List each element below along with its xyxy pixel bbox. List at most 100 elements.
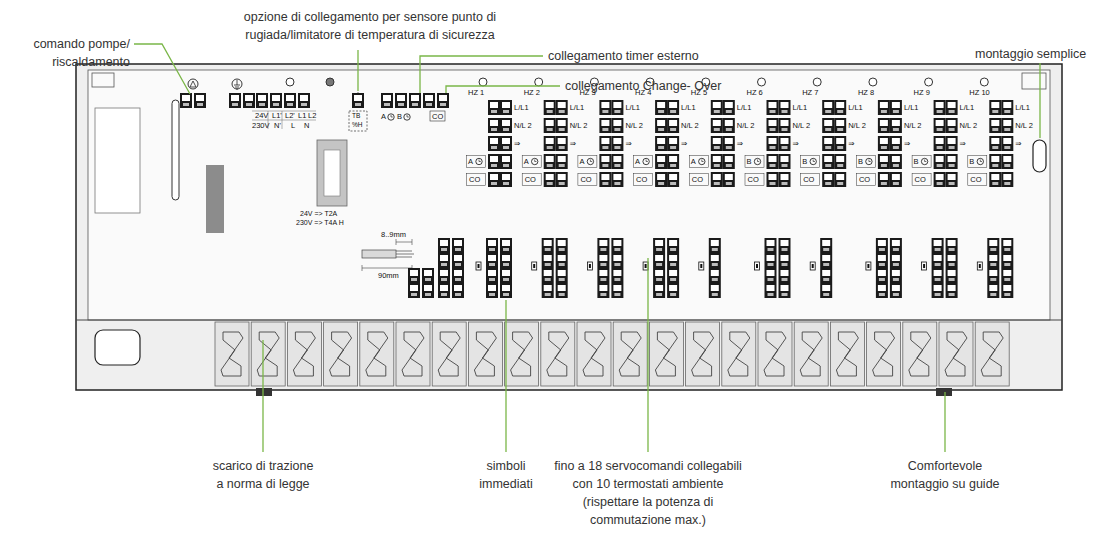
terminal-button bbox=[935, 293, 941, 296]
timer-icon bbox=[754, 158, 760, 164]
timer-icon bbox=[921, 158, 927, 164]
terminal-button bbox=[823, 248, 829, 251]
zone-led bbox=[813, 78, 821, 86]
terminal-opening bbox=[822, 285, 830, 291]
terminal-button bbox=[491, 146, 497, 149]
terminal bbox=[556, 172, 568, 187]
terminal-opening bbox=[713, 156, 721, 162]
terminal-button bbox=[503, 110, 509, 113]
terminal-button bbox=[489, 293, 495, 296]
terminal-button bbox=[937, 164, 943, 167]
terminal bbox=[655, 172, 667, 187]
terminal-opening bbox=[948, 255, 956, 261]
terminal bbox=[876, 283, 888, 298]
terminal bbox=[709, 268, 721, 283]
terminal-button bbox=[197, 103, 203, 106]
terminal-opening bbox=[558, 255, 566, 261]
timer-icon bbox=[980, 160, 982, 162]
terminal-button bbox=[881, 182, 887, 185]
callout-text: comando pompe/ riscaldamento bbox=[20, 35, 130, 71]
terminal-opening bbox=[948, 174, 956, 180]
terminal bbox=[500, 283, 512, 298]
strain-relief bbox=[396, 322, 430, 386]
terminal-button bbox=[614, 182, 620, 185]
terminal-opening bbox=[836, 156, 844, 162]
terminal bbox=[599, 100, 611, 115]
terminal-button bbox=[1004, 278, 1010, 281]
terminal-opening bbox=[991, 138, 999, 144]
terminal-button bbox=[503, 146, 509, 149]
terminal-button bbox=[670, 248, 676, 251]
terminal-button bbox=[782, 110, 788, 113]
terminal-opening bbox=[502, 270, 510, 276]
fuse bbox=[324, 150, 340, 196]
terminal-button bbox=[559, 293, 565, 296]
terminal bbox=[767, 154, 779, 169]
terminal bbox=[946, 253, 958, 268]
terminal-opening bbox=[490, 138, 498, 144]
terminal-button bbox=[491, 182, 497, 185]
terminal-button bbox=[614, 128, 620, 131]
fuse-holder bbox=[317, 140, 347, 206]
terminal-button bbox=[600, 263, 606, 266]
terminal bbox=[542, 283, 554, 298]
terminal bbox=[1001, 238, 1013, 253]
terminal-opening bbox=[613, 120, 621, 126]
terminal bbox=[890, 253, 902, 268]
terminal-button bbox=[712, 293, 718, 296]
terminal-button bbox=[949, 164, 955, 167]
terminal bbox=[611, 172, 623, 187]
terminal-opening bbox=[878, 270, 886, 276]
strain-relief bbox=[830, 322, 864, 386]
terminal-opening bbox=[878, 285, 886, 291]
terminal-opening bbox=[558, 240, 566, 246]
terminal-button bbox=[935, 263, 941, 266]
terminal-button bbox=[670, 146, 676, 149]
terminal-opening bbox=[989, 255, 997, 261]
terminal-label: B bbox=[802, 158, 807, 166]
terminal bbox=[544, 136, 556, 151]
terminal bbox=[611, 283, 623, 298]
terminal-opening bbox=[440, 240, 448, 246]
terminal-opening bbox=[490, 174, 498, 180]
timer-icon bbox=[702, 160, 704, 162]
terminal-button bbox=[440, 103, 446, 106]
terminal-opening bbox=[613, 270, 621, 276]
terminal-label: A bbox=[635, 158, 640, 166]
terminal-opening bbox=[657, 174, 665, 180]
terminal bbox=[655, 100, 667, 115]
terminal-button bbox=[411, 278, 417, 281]
terminal bbox=[500, 268, 512, 283]
actuator-symbol bbox=[923, 264, 925, 268]
terminal-opening bbox=[655, 270, 663, 276]
terminal-opening bbox=[713, 174, 721, 180]
terminal-button bbox=[992, 110, 998, 113]
terminal-opening bbox=[781, 285, 789, 291]
terminal bbox=[667, 253, 679, 268]
terminal-button bbox=[714, 128, 720, 131]
terminal-opening bbox=[196, 95, 204, 101]
terminal-button bbox=[881, 164, 887, 167]
terminal-frame bbox=[634, 156, 653, 168]
terminal-button bbox=[712, 248, 718, 251]
terminal bbox=[765, 253, 777, 268]
leader-line bbox=[944, 392, 945, 452]
terminal bbox=[452, 253, 464, 268]
terminal bbox=[765, 238, 777, 253]
terminal-button bbox=[658, 182, 664, 185]
terminal-opening bbox=[546, 138, 554, 144]
terminal bbox=[1001, 136, 1013, 151]
terminal-button bbox=[600, 293, 606, 296]
terminal bbox=[667, 118, 679, 133]
terminal-button bbox=[825, 146, 831, 149]
terminal-label: N/L 2 bbox=[793, 122, 811, 130]
terminal-opening bbox=[182, 95, 190, 101]
terminal bbox=[597, 238, 609, 253]
strain-relief-clamp bbox=[583, 332, 605, 376]
terminal-opening bbox=[934, 270, 942, 276]
strain-relief-clamp bbox=[257, 332, 279, 376]
terminal-opening bbox=[300, 95, 308, 101]
actuator-symbol bbox=[532, 262, 537, 270]
timer-icon bbox=[535, 160, 537, 162]
timer-icon bbox=[810, 158, 816, 164]
